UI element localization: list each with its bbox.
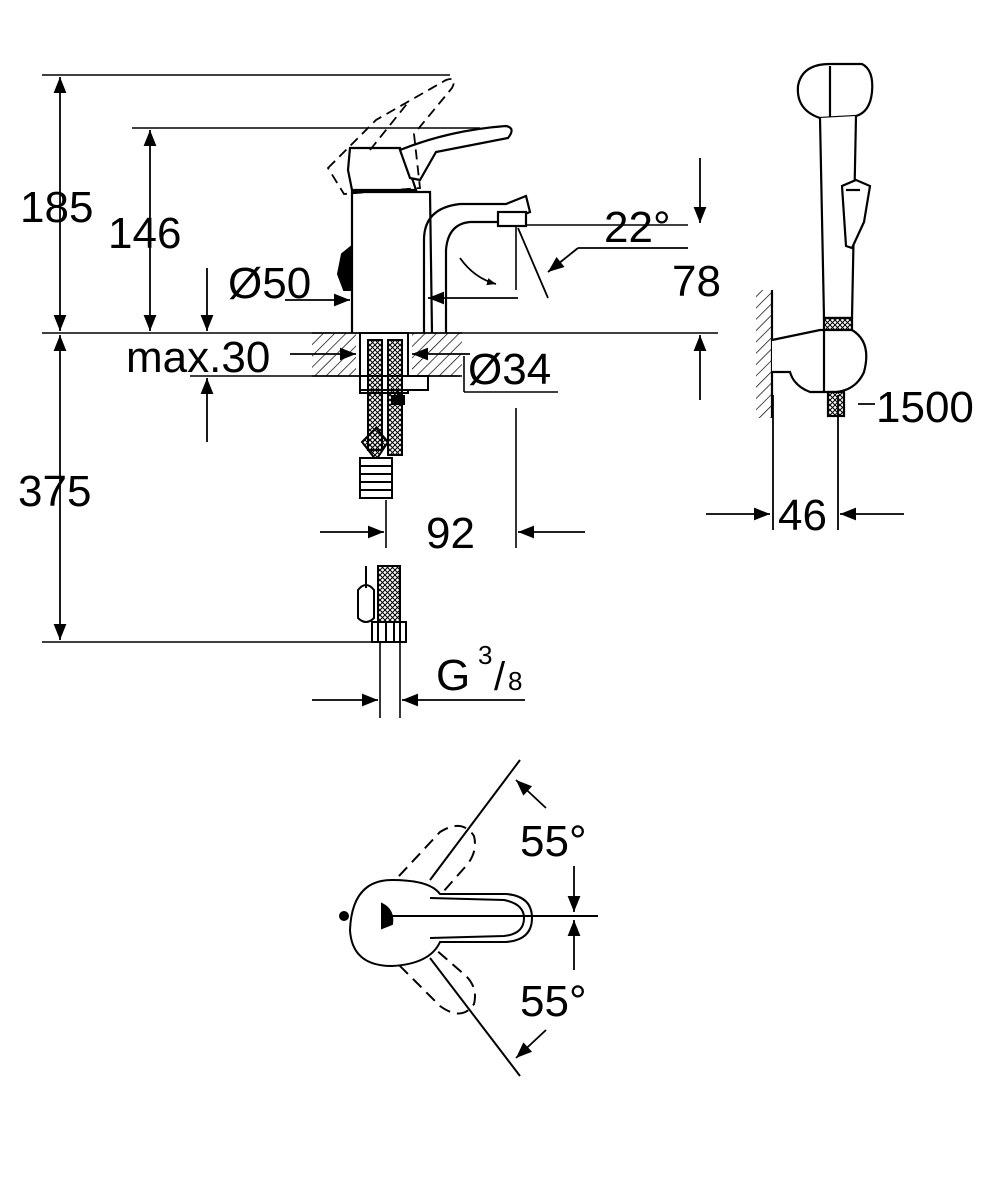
label-angle-55-down: 55° xyxy=(520,977,587,1026)
hand-shower xyxy=(756,62,874,418)
faucet-body xyxy=(346,124,532,334)
under-deck-plumbing xyxy=(359,332,429,499)
label-thread-numerator: 3 xyxy=(478,640,492,670)
label-diameter-34: Ø34 xyxy=(468,345,551,394)
lower-connection xyxy=(357,565,407,643)
label-angle-55-up: 55° xyxy=(520,817,587,866)
label-thread-denominator: 8 xyxy=(508,666,522,696)
label-max-30: max.30 xyxy=(126,333,270,382)
deck-section xyxy=(312,332,462,377)
label-185: 185 xyxy=(20,183,93,232)
top-view xyxy=(339,759,598,1077)
label-46: 46 xyxy=(778,491,827,540)
top-view-arrows xyxy=(515,779,581,1059)
side-knob xyxy=(336,243,353,291)
dimension-arrows xyxy=(53,77,904,707)
label-92: 92 xyxy=(426,509,475,558)
label-thread-g: G xyxy=(436,651,470,700)
label-diameter-50: Ø50 xyxy=(228,259,311,308)
label-375: 375 xyxy=(18,467,91,516)
label-1500: 1500 xyxy=(876,383,974,432)
label-angle-22: 22° xyxy=(604,203,671,252)
label-146: 146 xyxy=(108,209,181,258)
lever-ghost xyxy=(326,78,455,195)
label-thread-slash: / xyxy=(494,655,506,699)
label-78: 78 xyxy=(672,257,721,306)
